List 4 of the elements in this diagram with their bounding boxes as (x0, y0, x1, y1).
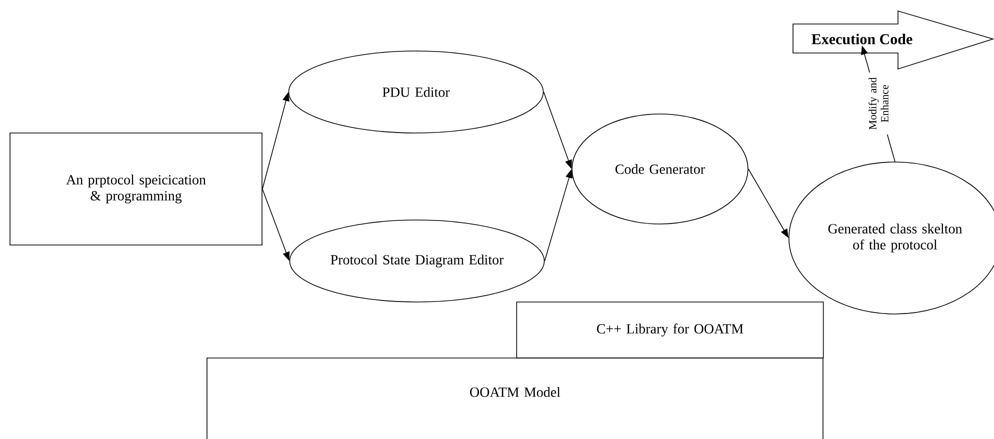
edge-label: Modify and Enhance (868, 72, 890, 135)
process-box: C++ Library for OOATM (516, 302, 824, 358)
process-box: An prptocol speicication & programming (10, 132, 262, 246)
model-box: OOATM Model (206, 358, 824, 439)
